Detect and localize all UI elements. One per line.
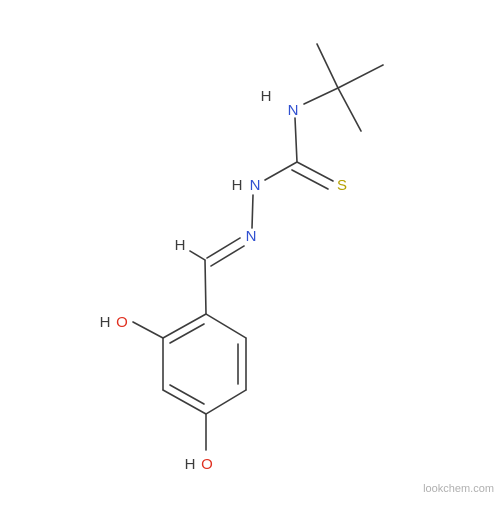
- nitrogen-atom-n2: N: [250, 177, 261, 194]
- watermark-text: lookchem.com: [423, 483, 494, 495]
- bond-n1-c: [294, 117, 298, 163]
- bond-ring-o1: [132, 321, 164, 339]
- sulfur-atom: S: [337, 177, 347, 194]
- bond-cq-me3: [337, 87, 362, 132]
- oxygen-atom-o1: O: [116, 314, 128, 331]
- bond-c-n2: [264, 161, 298, 181]
- bond-n3-ch-a: [206, 237, 241, 259]
- bond-cq-n1: [303, 87, 339, 105]
- bond-ch-h: [189, 250, 206, 261]
- bond-ch-ring: [204, 259, 207, 315]
- atom-labels: N H N H S N H O H O H: [100, 88, 347, 473]
- hydrogen-atom-n1: H: [261, 88, 272, 105]
- bond-ring-1: [205, 313, 247, 339]
- bond-n3-ch-b: [210, 245, 245, 267]
- hydrogen-atom-o1: H: [100, 314, 111, 331]
- bond-cq-me1: [316, 43, 339, 89]
- bond-c-s-a: [296, 161, 334, 182]
- bond-ring-6-inner: [169, 323, 205, 344]
- bond-n2-n3: [251, 194, 254, 229]
- bond-cq-me2: [337, 64, 384, 89]
- hydrogen-atom-o2: H: [185, 456, 196, 473]
- nitrogen-atom-n3: N: [246, 228, 257, 245]
- oxygen-atom-o2: O: [201, 456, 213, 473]
- hydrogen-atom-methine: H: [175, 237, 186, 254]
- hydrogen-atom-n2: H: [232, 177, 243, 194]
- bond-ring-4: [162, 389, 207, 415]
- bond-ring-3: [205, 389, 247, 415]
- nitrogen-atom-n1: N: [288, 102, 299, 119]
- bond-c-s-b: [291, 169, 329, 190]
- bond-ring-4-inner: [169, 384, 205, 405]
- bond-ring-6: [162, 313, 207, 339]
- bonds: [132, 43, 384, 451]
